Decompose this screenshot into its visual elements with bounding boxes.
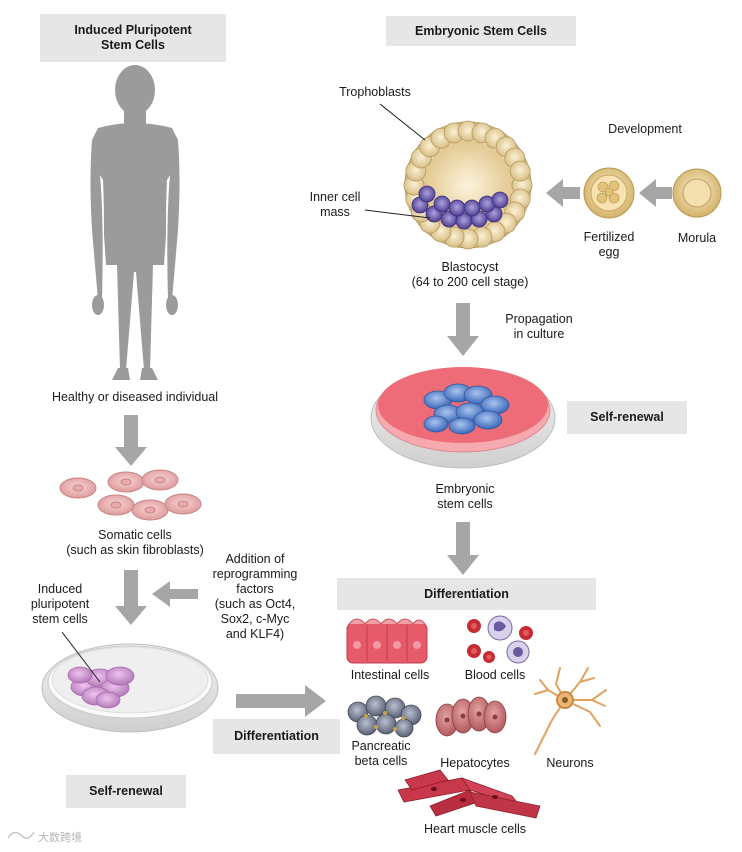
label-inner-cell-mass: Inner cell mass <box>309 190 361 219</box>
morula <box>672 168 722 218</box>
label-development: Development <box>608 122 682 136</box>
hepatocytes <box>435 696 507 737</box>
esc-petri-dish <box>370 367 556 469</box>
pancreatic-beta-cells <box>347 695 422 738</box>
header-esc: Embryonic Stem Cells <box>386 16 576 46</box>
label-reprogramming-factors: Addition of reprogramming factors (such … <box>212 552 298 641</box>
label-neurons: Neurons <box>546 756 594 770</box>
arrow-egg-to-blastocyst <box>546 179 580 207</box>
label-morula: Morula <box>677 231 717 245</box>
intestinal-cells <box>346 618 428 664</box>
label-somatic-cells: Somatic cells (such as skin fibroblasts) <box>66 528 204 557</box>
label-induced-pluripotent: Induced pluripotent stem cells <box>30 582 90 626</box>
self-renewal-box-right: Self-renewal <box>567 401 687 434</box>
arrow-morula-to-egg <box>639 179 672 207</box>
blastocyst <box>364 103 533 250</box>
inner-cell-mass-cell <box>491 191 509 209</box>
inner-cell-mass-cell <box>433 195 451 213</box>
label-hepatocytes: Hepatocytes <box>440 756 510 770</box>
watermark-logo-icon <box>7 831 35 839</box>
label-heart-muscle-cells: Heart muscle cells <box>423 822 527 836</box>
label-embryonic-stem-cells: Embryonic stem cells <box>435 482 495 511</box>
label-blastocyst: Blastocyst (64 to 200 cell stage) <box>411 260 529 289</box>
label-healthy-individual: Healthy or diseased individual <box>51 390 219 404</box>
self-renewal-box-left: Self-renewal <box>66 775 186 808</box>
arrow-somatic-to-ipsc <box>115 570 147 625</box>
arrows <box>115 179 672 717</box>
arrow-esc-to-differentiation <box>447 522 479 575</box>
label-trophoblasts: Trophoblasts <box>339 85 411 99</box>
inner-cell-mass-cell <box>418 185 436 203</box>
fertilized-egg <box>583 167 635 219</box>
arrow-ipsc-to-differentiation <box>236 685 326 717</box>
differentiation-box-left: Differentiation <box>213 719 340 754</box>
human-silhouette-icon <box>90 65 180 380</box>
label-intestinal-cells: Intestinal cells <box>350 668 430 682</box>
differentiation-box-top: Differentiation <box>337 578 596 610</box>
label-blood-cells: Blood cells <box>464 668 526 682</box>
inner-cell-mass-cell <box>463 199 481 217</box>
ipsc-petri-dish <box>41 631 219 733</box>
somatic-cells <box>59 469 202 521</box>
watermark-text: 大数跨境 <box>38 832 82 844</box>
label-fertilized-egg: Fertilized egg <box>583 230 635 259</box>
header-ipsc: Induced Pluripotent Stem Cells <box>40 14 226 62</box>
arrow-factors-left <box>152 581 198 607</box>
arrow-human-to-somatic <box>115 415 147 466</box>
arrow-blastocyst-to-culture <box>447 303 479 356</box>
label-pancreatic-beta-cells: Pancreatic beta cells <box>351 739 411 768</box>
inner-cell-mass-cell <box>448 199 466 217</box>
heart-muscle-cells <box>397 769 541 819</box>
label-propagation: Propagation in culture <box>505 312 573 341</box>
neuron-icon <box>534 667 607 755</box>
blood-cells <box>467 615 533 664</box>
trophoblast-cell <box>509 160 531 182</box>
